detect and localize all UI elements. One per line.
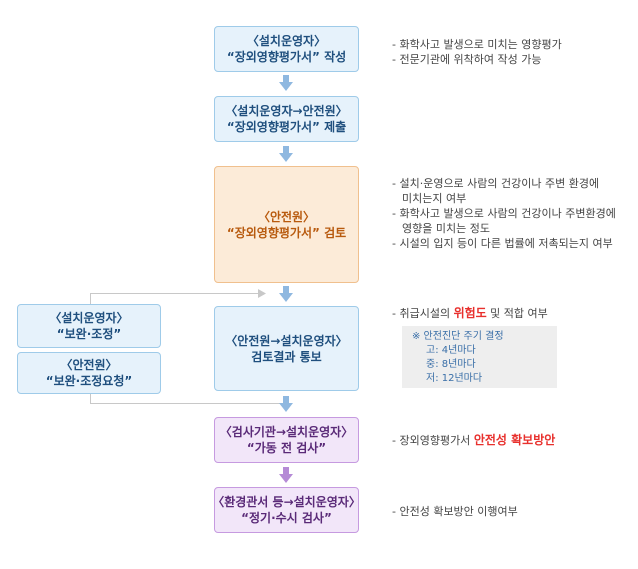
step-pre-operation-inspection: 〈검사기관→설치운영자〉 “가동 전 검사” — [214, 417, 359, 463]
note-write-assessment: - 화학사고 발생으로 미치는 영향평가 - 전문기관에 위착하여 작성 가능 — [392, 37, 562, 67]
step-submit-assessment: 〈설치운영자→안전원〉 “장외영향평가서” 제출 — [214, 96, 359, 142]
step-write-actor: 〈설치운영자〉 — [246, 34, 327, 48]
note-risk-level: - 취급시설의 위험도 및 적합 여부 — [392, 306, 548, 321]
note-line: 미치는지 여부 — [402, 192, 467, 205]
step-periodic-action: “정기·수시 검사” — [241, 511, 332, 525]
feedback-line-bottom — [90, 403, 286, 404]
step-write-action: “장외영향평가서” 작성 — [226, 50, 347, 64]
cycle-low: 저: 12년마다 — [426, 373, 483, 384]
cycle-high: 고: 4년마다 — [426, 345, 476, 356]
side-agency-action: “보완·조정요청” — [45, 374, 133, 388]
note-safety-plan: - 장외영향평가서 안전성 확보방안 — [392, 433, 555, 448]
note-line: - 전문기관에 위착하여 작성 가능 — [392, 53, 542, 66]
step-periodic-actor: 〈환경관서 등→설치운영자〉 — [212, 495, 361, 509]
side-agency-actor: 〈안전원〉 — [60, 358, 118, 372]
note-safety-highlight: 안전성 확보방안 — [473, 433, 556, 447]
step-review-assessment: 〈안전원〉 “장외영향평가서” 검토 — [214, 166, 359, 283]
note-review-criteria: - 설치·운영으로 사람의 건강이나 주변 환경에 미치는지 여부 - 화학사고… — [392, 176, 616, 251]
note-implementation: - 안전성 확보방안 이행여부 — [392, 504, 518, 519]
feedback-line-top — [90, 293, 260, 294]
step-write-assessment: 〈설치운영자〉 “장외영향평가서” 작성 — [214, 26, 359, 72]
side-agency-request: 〈안전원〉 “보완·조정요청” — [17, 352, 161, 394]
side-operator-action: “보완·조정” — [56, 327, 122, 341]
step-pre-operation-action: “가동 전 검사” — [246, 441, 327, 455]
cycle-mid: 중: 8년마다 — [426, 359, 476, 370]
note-line: - 화학사고 발생으로 사람의 건강이나 주변환경에 — [392, 207, 616, 220]
note-line: - 시설의 입지 등이 다른 법률에 저촉되는지 여부 — [392, 237, 613, 250]
arrow-down-icon — [279, 75, 293, 91]
note-line: - 설치·운영으로 사람의 건강이나 주변 환경에 — [392, 177, 600, 190]
note-risk-prefix: - 취급시설의 — [392, 307, 454, 320]
feedback-line-top-vertical — [90, 293, 91, 304]
arrow-down-icon — [279, 286, 293, 302]
step-periodic-inspection: 〈환경관서 등→설치운영자〉 “정기·수시 검사” — [212, 487, 361, 533]
feedback-arrowhead — [258, 289, 266, 298]
arrow-down-icon — [279, 146, 293, 162]
side-operator-adjust: 〈설치운영자〉 “보완·조정” — [17, 304, 161, 348]
note-line: - 화학사고 발생으로 미치는 영향평가 — [392, 38, 562, 51]
step-notify-actor: 〈안전원→설치운영자〉 — [225, 333, 348, 348]
note-safety-prefix: - 장외영향평가서 — [392, 434, 474, 447]
note-risk-suffix: 및 적합 여부 — [486, 307, 548, 320]
step-review-actor: 〈안전원〉 — [257, 209, 316, 224]
arrow-down-icon — [279, 396, 293, 412]
step-notify-action: 검토결과 통보 — [251, 349, 322, 364]
arrow-down-icon — [279, 467, 293, 483]
side-operator-actor: 〈설치운영자〉 — [49, 311, 129, 325]
diagnosis-cycle-box: ※ 안전진단 주기 결정 고: 4년마다 중: 8년마다 저: 12년마다 — [402, 326, 557, 388]
note-risk-highlight: 위험도 — [453, 306, 487, 320]
cycle-title: ※ 안전진단 주기 결정 — [412, 331, 504, 342]
step-submit-actor: 〈설치운영자→안전원〉 — [225, 104, 348, 118]
note-implementation-text: - 안전성 확보방안 이행여부 — [392, 505, 518, 518]
step-review-action: “장외영향평가서” 검토 — [226, 225, 347, 240]
step-notify-result: 〈안전원→설치운영자〉 검토결과 통보 — [214, 306, 359, 391]
feedback-line-bottom-vertical — [90, 394, 91, 403]
step-submit-action: “장외영향평가서” 제출 — [226, 120, 347, 134]
note-line: 영향을 미치는 정도 — [402, 222, 490, 235]
step-pre-operation-actor: 〈검사기관→설치운영자〉 — [219, 425, 354, 439]
